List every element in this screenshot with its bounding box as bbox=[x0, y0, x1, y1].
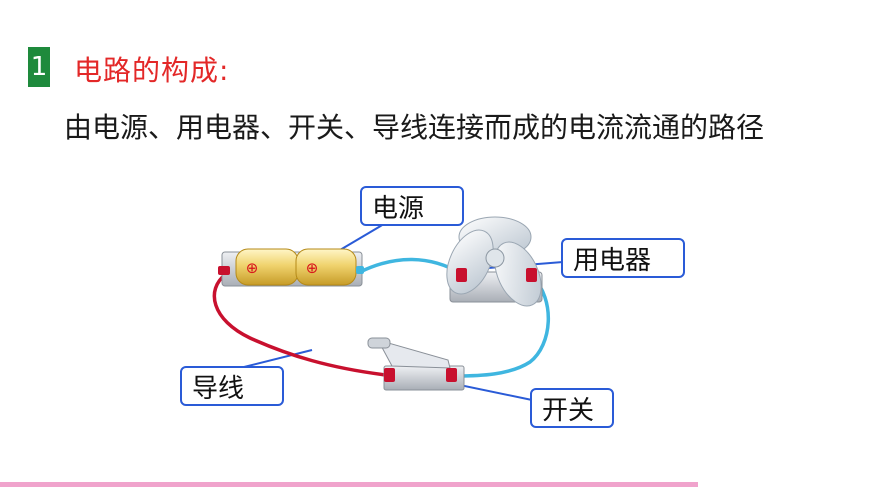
battery-cell-1: ⊕ bbox=[235, 248, 299, 286]
circuit-definition: 由电源、用电器、开关、导线连接而成的电流流通的路径 bbox=[64, 111, 765, 144]
label-power-source: 电源 bbox=[360, 186, 464, 226]
switch-blade bbox=[376, 339, 451, 369]
section-number-badge: 1 bbox=[28, 47, 50, 87]
switch-terminal-left bbox=[384, 368, 395, 382]
switch-handle bbox=[367, 337, 391, 349]
battery-terminal-left bbox=[218, 266, 230, 275]
label-switch: 开关 bbox=[530, 388, 614, 428]
label-appliance: 用电器 bbox=[561, 238, 685, 278]
fan-hub bbox=[485, 248, 505, 268]
fan-appliance bbox=[446, 216, 543, 307]
label-wire: 导线 bbox=[180, 366, 284, 406]
fan-terminal-left bbox=[456, 268, 467, 282]
fan-blade-right bbox=[494, 241, 542, 307]
red-wire bbox=[212, 272, 388, 377]
leader-power-source bbox=[339, 223, 385, 251]
battery-cell-2: ⊕ bbox=[295, 248, 357, 286]
positive-terminal-icon: ⊕ bbox=[306, 259, 319, 277]
blue-wire-right bbox=[454, 274, 551, 378]
battery-terminal-right bbox=[356, 266, 364, 274]
leader-wire bbox=[239, 349, 313, 369]
positive-terminal-icon: ⊕ bbox=[246, 259, 259, 277]
fan-terminal-right bbox=[526, 268, 537, 282]
switch-terminal-right bbox=[446, 368, 457, 382]
knife-switch bbox=[367, 337, 465, 391]
battery-pack: ⊕ ⊕ bbox=[218, 248, 364, 287]
bottom-divider bbox=[0, 482, 698, 487]
section-title: 电路的构成: bbox=[74, 54, 230, 87]
